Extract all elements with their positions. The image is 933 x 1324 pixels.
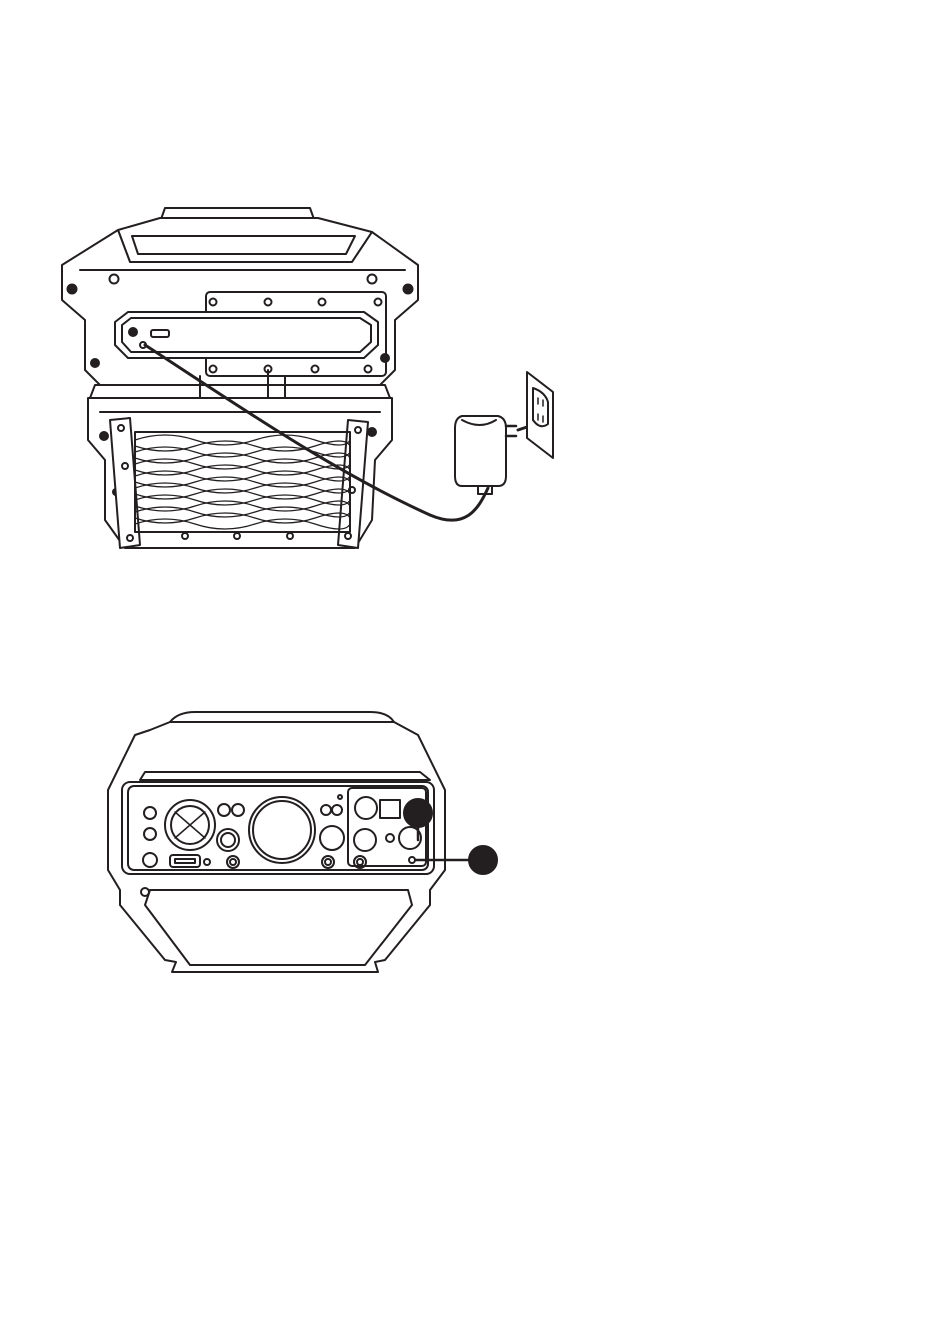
ac-adapter — [455, 416, 516, 494]
speaker-top-figure — [108, 712, 497, 972]
rear-handle — [118, 208, 372, 262]
wall-outlet — [527, 372, 553, 458]
top-body-outline — [108, 722, 445, 972]
speaker-rear-figure — [62, 208, 553, 548]
